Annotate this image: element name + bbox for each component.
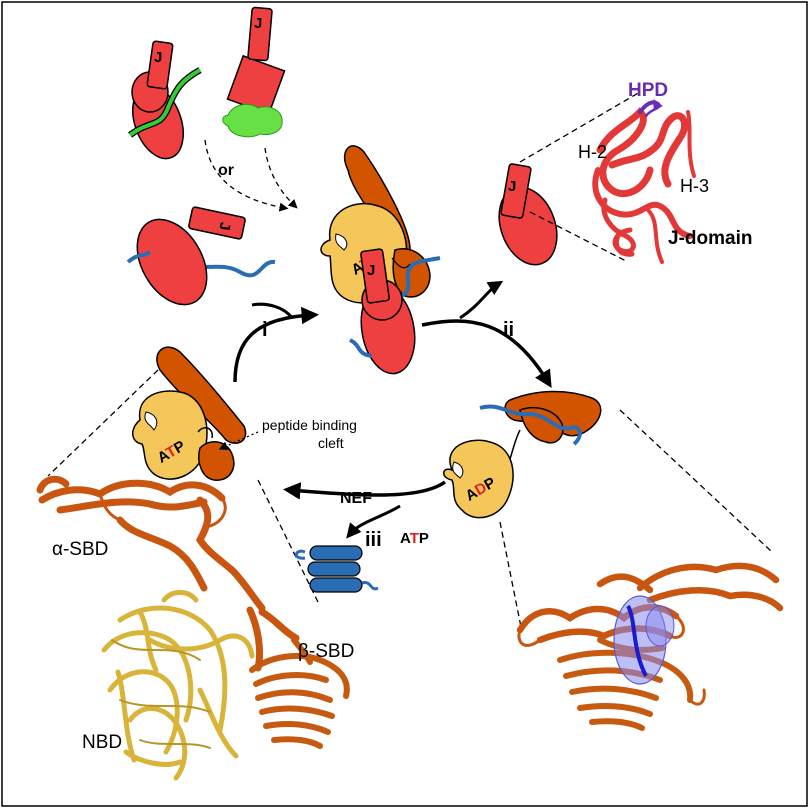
step-i-label: i	[262, 319, 268, 341]
center-complex: ATP J	[320, 145, 441, 375]
zoom-line-hsp70-right	[257, 479, 319, 603]
converge-arrow-left	[204, 139, 289, 212]
hsp70-structure	[36, 475, 350, 781]
j-domain-label: J-domain	[668, 228, 752, 249]
j-label: J	[216, 221, 234, 231]
peptide-cleft-label-1: peptide binding	[262, 417, 357, 433]
zoom-line-sbd-left	[499, 521, 523, 633]
j-protein-with-peptide: J	[128, 40, 202, 160]
arrow-step-ii-release	[459, 280, 504, 320]
arrow-step-ii	[421, 319, 552, 388]
j-label: J	[508, 178, 516, 195]
h3-label: H-3	[680, 176, 709, 196]
j-label: J	[367, 262, 375, 279]
hsp70-atp-open: ATP	[132, 346, 247, 481]
arrow-step-i	[233, 306, 319, 383]
zoom-line-jdomain-top	[519, 91, 641, 163]
j-label: J	[254, 15, 262, 32]
hsp70-adp-substrate: ADP	[443, 390, 602, 519]
beta-sbd-label: β-SBD	[298, 641, 354, 662]
j-domain-structure	[592, 99, 696, 264]
folded-protein	[294, 545, 379, 593]
svg-text:ADP: ADP	[463, 474, 499, 505]
svg-text:ATP: ATP	[400, 530, 429, 547]
h2-label: H-2	[578, 142, 607, 162]
atp-label: ATP	[400, 530, 429, 547]
nef-label: NEF	[340, 490, 372, 507]
converge-arrow-right	[264, 147, 298, 209]
peptide-density-mesh	[613, 595, 675, 685]
j-label: J	[154, 49, 162, 66]
peptide-cleft-label-2: cleft	[318, 435, 344, 451]
cleft-pointer-arrow	[218, 431, 259, 450]
hpd-label: HPD	[628, 80, 668, 101]
adp-label: ADP	[463, 474, 499, 505]
released-j-protein: J	[498, 163, 558, 266]
j-protein-with-aggregate: J	[222, 6, 286, 138]
zoom-line-hsp70-left	[47, 369, 159, 477]
arrow-folded-release	[346, 504, 401, 539]
zoom-line-jdomain-bottom	[529, 211, 629, 263]
or-label: or	[218, 162, 234, 179]
zoom-line-sbd-right	[619, 409, 773, 553]
alpha-sbd-label: α-SBD	[52, 539, 108, 560]
nbd-label: NBD	[82, 732, 122, 753]
j-protein-with-substrate: J	[126, 206, 276, 306]
arrow-step-iii	[283, 480, 447, 500]
step-ii-label: ii	[503, 319, 514, 341]
arrow-step-i-merge	[251, 302, 294, 319]
step-iii-label: iii	[365, 529, 382, 551]
